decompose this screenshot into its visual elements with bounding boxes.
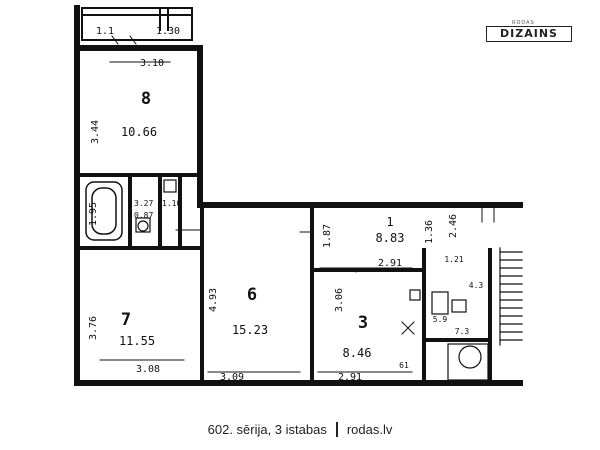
interior-walls (78, 173, 492, 385)
caption-site: rodas.lv (346, 422, 393, 438)
dim-stair-b: 1.21 (444, 255, 463, 264)
balcony (81, 7, 193, 41)
room-3-area: 8.46 (343, 346, 372, 360)
dim-stair-a: 2.46 (448, 214, 459, 238)
room-8-area: 10.66 (121, 125, 157, 139)
dimension-labels: 1.30 1.1 3.10 3.44 1.95 3.27 0.87 1.10 3… (88, 26, 483, 383)
logo-brand: DIZAINS (486, 26, 572, 42)
dim-room1-width: 2.91 (378, 258, 402, 269)
dim-room6-height: 4.93 (208, 288, 219, 312)
outer-walls (74, 5, 523, 386)
windows (99, 45, 486, 386)
dim-room6-width: 3.09 (220, 372, 244, 383)
dim-room3-small: 61 (399, 361, 409, 370)
dim-room8-height: 3.44 (90, 120, 101, 144)
floor-plan-drawing: 8 10.66 7 11.55 6 15.23 3 8.46 1 8.83 1.… (74, 5, 523, 386)
room-3-number: 3 (358, 313, 368, 333)
room-1-number: 1 (386, 215, 393, 229)
dim-hall-small: 4.3 (469, 281, 484, 290)
dim-bath-sub: 0.87 (134, 211, 153, 220)
dim-room7-height: 3.76 (88, 316, 99, 340)
dim-kitchen-a: 5.9 (433, 315, 448, 324)
caption-separator (335, 422, 338, 438)
dim-room8-width: 3.10 (140, 58, 164, 69)
dim-bath-area: 3.27 (134, 199, 153, 208)
room-1-area: 8.83 (376, 231, 405, 245)
dim-bath-height: 1.95 (88, 202, 99, 226)
dim-kitchen-b: 7.3 (455, 327, 470, 336)
dim-balcony: 1.30 (156, 26, 180, 37)
rodas-dizains-logo: RODAS DIZAINS (486, 20, 574, 45)
bathtub (85, 181, 123, 241)
room-6-area: 15.23 (232, 323, 268, 337)
dimension-ticks (99, 35, 413, 373)
room-8-number: 8 (141, 89, 151, 109)
plan-caption: 602. sērija, 3 istabas rodas.lv (0, 421, 600, 438)
room-6-number: 6 (247, 285, 257, 305)
dim-room3-height: 3.06 (334, 288, 345, 312)
dim-wc-area: 1.10 (162, 199, 181, 208)
dim-room1-left: 1.87 (322, 224, 333, 248)
wc-fixtures (135, 179, 489, 381)
door-arcs (175, 207, 495, 335)
stairs (499, 247, 523, 346)
room-7-area: 11.55 (119, 334, 155, 348)
dim-room7-width: 3.08 (136, 364, 160, 375)
room-labels: 8 10.66 7 11.55 6 15.23 3 8.46 1 8.83 (119, 89, 405, 360)
caption-series: 602. sērija, 3 istabas (207, 422, 327, 438)
logo-tagline: RODAS (512, 20, 535, 26)
room-7-number: 7 (121, 310, 131, 330)
dim-room3-width: 2.91 (338, 372, 362, 383)
dim-hall-width: 1.36 (424, 220, 435, 244)
dim-balcony-side: 1.1 (96, 26, 114, 37)
